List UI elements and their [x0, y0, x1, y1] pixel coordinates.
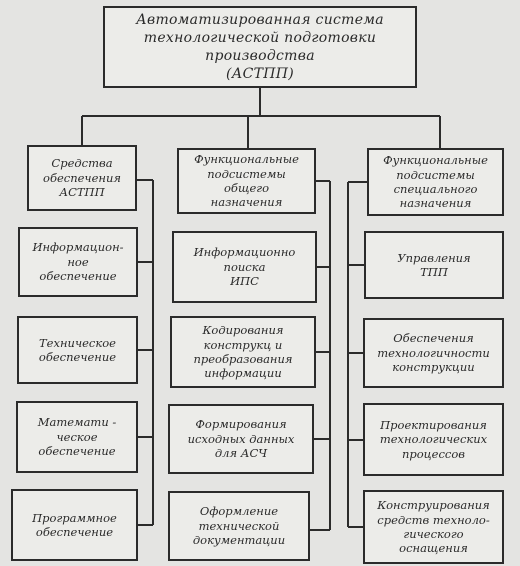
box-information-retrieval: Информационно поиска ИПС: [172, 231, 317, 303]
box-mathematical-support: Математи - ческое обеспечение: [16, 401, 138, 473]
box-tpp-management: Управления ТПП: [364, 231, 504, 299]
box-tooling-design: Конструирования средств техноло- гическо…: [363, 490, 504, 564]
box-technical-documentation: Оформление технической документации: [168, 491, 310, 561]
header-special-subsystems: Функциональные подсистемы специального н…: [367, 148, 504, 216]
box-software-support: Программное обеспечение: [11, 489, 138, 561]
box-information-support: Информацион- ное обеспечение: [18, 227, 138, 297]
box-manufacturability: Обеспечения технологичности конструкции: [363, 318, 504, 388]
header-means-of-support: Средства обеспечения АСТПП: [27, 145, 137, 211]
box-technical-support: Техническое обеспечение: [17, 316, 138, 384]
root-box-astpp: Автоматизированная система технологическ…: [103, 6, 417, 88]
header-general-subsystems: Функциональные подсистемы общего назначе…: [177, 148, 316, 214]
box-process-design: Проектирования технологических процессов: [363, 403, 504, 476]
box-coding-conversion: Кодирования конструкц и преобразования и…: [170, 316, 316, 388]
box-input-data-formation: Формирования исходных данных для АСЧ: [168, 404, 314, 474]
